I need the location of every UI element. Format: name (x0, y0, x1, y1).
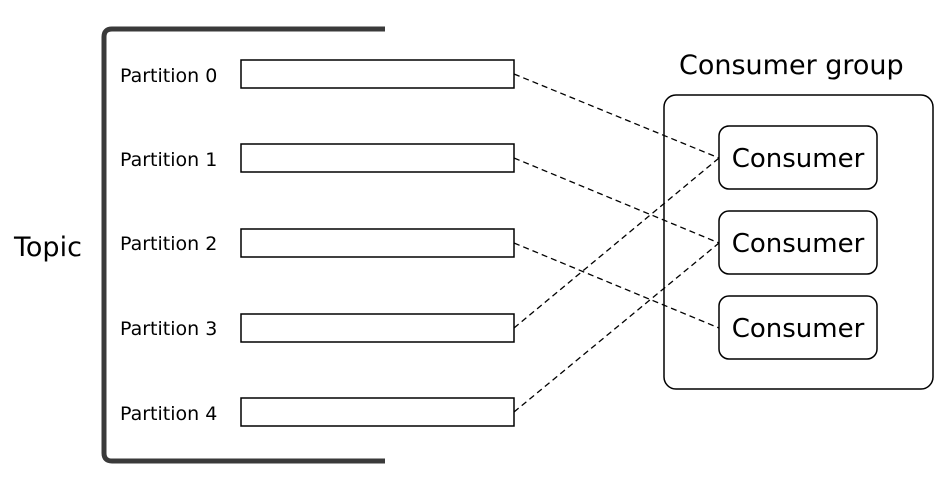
assignment-line (513, 242, 720, 329)
consumer-node: Consumer (718, 295, 878, 360)
assignment-line (513, 73, 720, 159)
assignment-lines (513, 73, 720, 413)
partition-row: Partition 4 (120, 397, 515, 427)
consumer-node: Consumer (718, 125, 878, 190)
partition-label: Partition 3 (120, 318, 217, 340)
partition-row: Partition 1 (120, 143, 515, 173)
topic-bracket (101, 26, 385, 464)
partition-row: Partition 2 (120, 228, 515, 258)
partition-label: Partition 1 (120, 149, 217, 171)
partition-box (240, 143, 515, 173)
consumer-node: Consumer (718, 210, 878, 275)
partition-label: Partition 4 (120, 403, 217, 425)
consumer-group-label: Consumer group (679, 50, 904, 81)
partition-box (240, 397, 515, 427)
partition-label: Partition 2 (120, 233, 217, 255)
consumer-label: Consumer (732, 314, 865, 344)
partition-box (240, 59, 515, 89)
partition-row: Partition 3 (120, 313, 515, 343)
partition-box (240, 313, 515, 343)
partition-row: Partition 0 (120, 59, 515, 89)
assignment-line (513, 242, 720, 413)
assignment-line (513, 157, 720, 244)
partition-label: Partition 0 (120, 65, 217, 87)
partition-list: Partition 0 Partition 1 Partition 2 Part… (120, 59, 515, 427)
partition-box (240, 228, 515, 258)
topic-label: Topic (13, 232, 82, 263)
assignment-line (513, 157, 720, 329)
consumer-list: Consumer Consumer Consumer (718, 125, 878, 360)
consumer-label: Consumer (732, 229, 865, 259)
consumer-label: Consumer (732, 144, 865, 174)
